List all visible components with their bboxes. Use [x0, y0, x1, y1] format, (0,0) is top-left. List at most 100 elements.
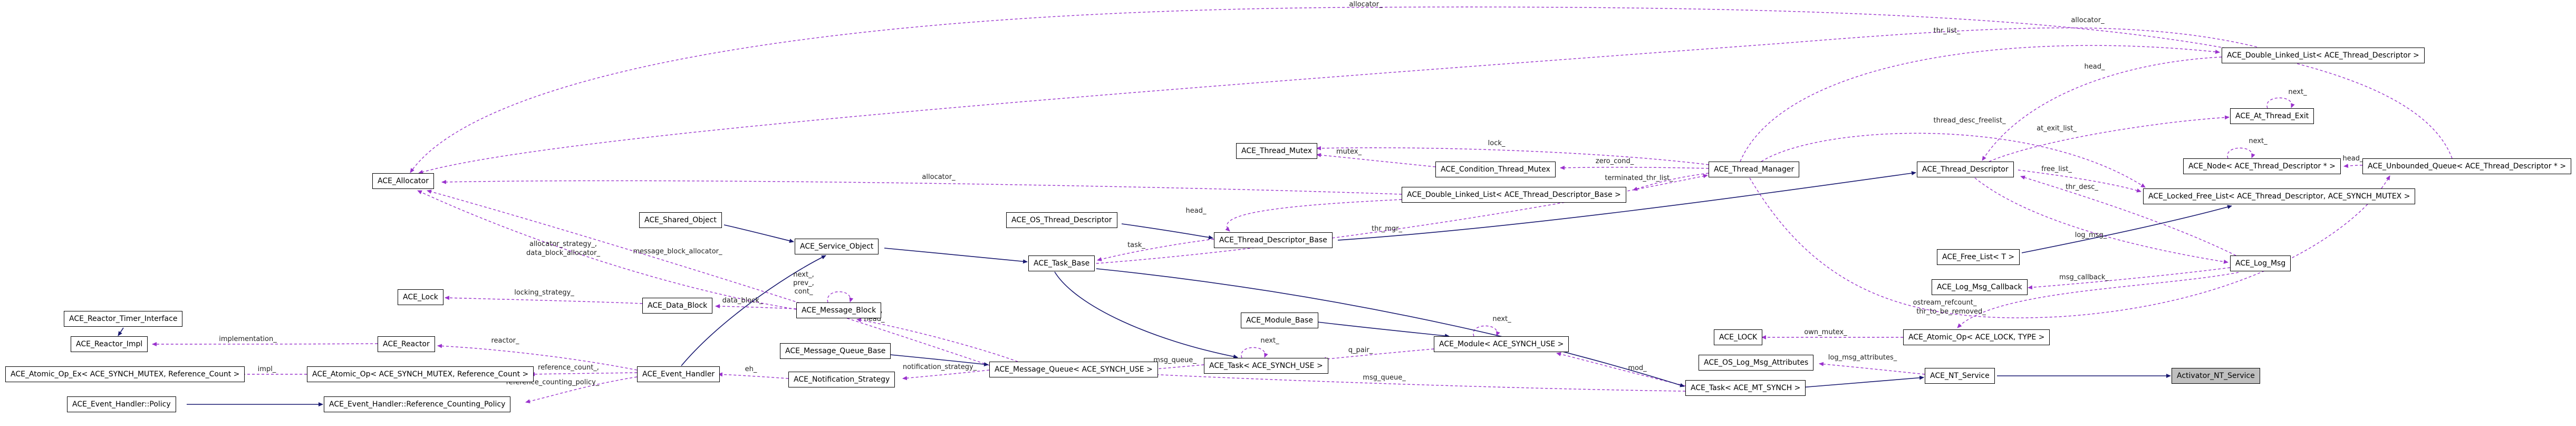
edge-thread-descriptor-at-thread-exit: [1989, 115, 2230, 162]
edge-thread-manager-dll-td: [1740, 45, 2220, 162]
edge-label-head-uq: head_: [2343, 155, 2363, 163]
node-ace-event-handler[interactable]: ACE_Event_Handler: [637, 366, 720, 382]
edge-dll-td-thread-descriptor: [1982, 56, 2222, 161]
node-ace-double-linked-list-tdb[interactable]: ACE_Double_Linked_List< ACE_Thread_Descr…: [1402, 187, 1626, 203]
edge-task-synch-self: [1241, 347, 1268, 358]
node-ace-reactor[interactable]: ACE_Reactor: [378, 336, 435, 352]
edge-label-data-block: data_block_: [722, 297, 763, 305]
node-ace-thread-descriptor-base[interactable]: ACE_Thread_Descriptor_Base: [1214, 232, 1333, 248]
node-ace-event-handler-policy[interactable]: ACE_Event_Handler::Policy: [67, 396, 176, 412]
edge-notification-strategy-event-handler: [718, 372, 789, 379]
edge-unbounded-queue-allocator: [410, 6, 2453, 173]
node-ace-event-handler-rcp[interactable]: ACE_Event_Handler::Reference_Counting_Po…: [324, 396, 511, 412]
node-ace-at-thread-exit[interactable]: ACE_At_Thread_Exit: [2230, 108, 2314, 124]
node-ace-nt-service[interactable]: ACE_NT_Service: [1925, 368, 1995, 384]
node-ace-data-block[interactable]: ACE_Data_Block: [642, 298, 713, 314]
node-ace-double-linked-list-td[interactable]: ACE_Double_Linked_List< ACE_Thread_Descr…: [2222, 48, 2425, 63]
edge-label-task-next: next_: [1260, 337, 1279, 345]
edge-label-msg-callback: msg_callback_: [2059, 273, 2109, 281]
edge-inherit-tdb-thread-descriptor: [1337, 171, 1916, 241]
edge-task-mt-message-queue: [1149, 372, 1686, 392]
node-ace-thread-descriptor[interactable]: ACE_Thread_Descriptor: [1917, 162, 2014, 177]
node-ace-node-td[interactable]: ACE_Node< ACE_Thread_Descriptor * >: [2183, 158, 2341, 174]
node-ace-module-synch-use[interactable]: ACE_Module< ACE_SYNCH_USE >: [1434, 336, 1569, 352]
node-ace-os-log-msg-attributes[interactable]: ACE_OS_Log_Msg_Attributes: [1699, 355, 1814, 371]
node-ace-notification-strategy[interactable]: ACE_Notification_Strategy: [788, 372, 895, 387]
node-ace-task-base[interactable]: ACE_Task_Base: [1028, 255, 1095, 271]
node-ace-allocator[interactable]: ACE_Allocator: [372, 173, 434, 189]
edge-label-ostream-refcount: ostream_refcount_: [1913, 299, 1977, 307]
edge-message-queue-notification-strategy: [902, 370, 990, 381]
edge-event-handler-rcp: [525, 376, 638, 404]
edge-label-next: next_,: [793, 271, 814, 279]
node-ace-service-object[interactable]: ACE_Service_Object: [795, 239, 879, 254]
node-ace-unbounded-queue[interactable]: ACE_Unbounded_Queue< ACE_Thread_Descript…: [2362, 158, 2572, 174]
edge-log-msg-callback: [2028, 267, 2231, 290]
edge-inherit-shared-object-service-object: [723, 224, 794, 243]
edge-event-handler-atomic-op-rc: [530, 372, 638, 376]
node-ace-locked-free-list[interactable]: ACE_Locked_Free_List< ACE_Thread_Descrip…: [2143, 188, 2416, 204]
node-ace-os-thread-descriptor[interactable]: ACE_OS_Thread_Descriptor: [1006, 212, 1117, 228]
edge-label-notification-strategy: notification_strategy_: [903, 363, 977, 371]
node-ace-reactor-timer-interface[interactable]: ACE_Reactor_Timer_Interface: [64, 311, 183, 327]
edge-inherit-task-base-task-synch: [1054, 271, 1238, 359]
edge-inherit-module-base-module: [1313, 321, 1450, 338]
edge-data-block-lock: [445, 296, 643, 304]
edge-message-block-data-block: [715, 304, 797, 309]
edge-thread-manager-dll-tdb: [1633, 173, 1709, 191]
edge-label-allocator-2: allocator_: [2071, 16, 2105, 24]
edge-dll-td-allocator: [418, 27, 2257, 174]
node-activator-nt-service[interactable]: Activator_NT_Service: [2172, 368, 2260, 384]
edge-label-allocator-strategy: allocator_strategy_,: [529, 240, 597, 248]
edge-inherit-task-base-task-mt: [1096, 268, 1685, 387]
edge-label-message-block-allocator: message_block_allocator_: [633, 248, 722, 255]
node-ace-atomic-op-lock-type[interactable]: ACE_Atomic_Op< ACE_LOCK, TYPE >: [1903, 329, 2050, 345]
node-ace-lock-template[interactable]: ACE_LOCK: [1714, 329, 1763, 345]
edge-label-head-dll-tdb: head_: [1186, 207, 1207, 215]
node-ace-module-base[interactable]: ACE_Module_Base: [1241, 313, 1318, 328]
node-ace-message-queue-base[interactable]: ACE_Message_Queue_Base: [780, 343, 891, 359]
edge-label-thr-list: thr_list_: [1934, 27, 1961, 35]
edge-label-own-mutex: own_mutex_: [1804, 328, 1847, 336]
node-ace-task-synch-use[interactable]: ACE_Task< ACE_SYNCH_USE >: [1204, 358, 1328, 374]
edge-message-block-self: [827, 291, 854, 303]
edge-label-thr-desc: thr_desc_: [2066, 183, 2098, 191]
node-ace-shared-object[interactable]: ACE_Shared_Object: [639, 212, 722, 228]
node-ace-condition-thread-mutex[interactable]: ACE_Condition_Thread_Mutex: [1435, 162, 1556, 177]
edge-dll-tdb-tdb: [1225, 199, 1402, 232]
edge-label-prev: prev_,: [793, 279, 814, 287]
node-ace-atomic-op-ex[interactable]: ACE_Atomic_Op_Ex< ACE_SYNCH_MUTEX, Refer…: [5, 366, 245, 382]
node-ace-free-list[interactable]: ACE_Free_List< T >: [1937, 249, 2020, 265]
edge-thread-manager-locked-free-list: [1761, 132, 2146, 188]
edge-thread-manager-unbounded-queue: [1749, 175, 2390, 318]
node-ace-lock[interactable]: ACE_Lock: [398, 289, 443, 305]
edge-label-terminated-thr-list: terminated_thr_list_: [1605, 174, 1673, 182]
edge-label-locking-strategy: locking_strategy_: [514, 289, 574, 297]
edge-event-handler-reactor: [437, 344, 638, 371]
node-ace-message-queue[interactable]: ACE_Message_Queue< ACE_SYNCH_USE >: [989, 362, 1158, 377]
edge-nt-service-os-log-msg-attributes: [1819, 362, 1925, 375]
node-ace-thread-mutex[interactable]: ACE_Thread_Mutex: [1236, 143, 1317, 159]
edge-log-msg-thread-descriptor: [2020, 175, 2236, 256]
edge-inherit-service-object-task-base: [884, 248, 1028, 264]
edge-label-task: task_: [1127, 241, 1145, 249]
edge-label-msg-queue-2: msg_queue_: [1363, 374, 1406, 382]
edge-label-implementation: implementation_: [219, 335, 277, 343]
node-ace-thread-manager[interactable]: ACE_Thread_Manager: [1709, 162, 1800, 177]
edge-label-thr-to-be-removed: thr_to_be_removed_: [1916, 308, 1986, 316]
edge-inherit-message-queue-base-message-queue: [879, 353, 989, 367]
node-ace-log-msg[interactable]: ACE_Log_Msg: [2230, 255, 2291, 271]
edge-label-zero-cond: zero_cond_: [1596, 157, 1634, 165]
node-ace-message-block[interactable]: ACE_Message_Block: [796, 302, 882, 318]
node-ace-reactor-impl[interactable]: ACE_Reactor_Impl: [71, 336, 148, 352]
edge-tdb-task-base: [1097, 239, 1214, 261]
node-ace-task-mt-synch[interactable]: ACE_Task< ACE_MT_SYNCH >: [1685, 380, 1806, 396]
edge-label-mutex: mutex_: [1336, 148, 1362, 156]
edge-label-mod: mod_: [1628, 364, 1647, 372]
edge-message-queue-allocator: [427, 190, 990, 366]
node-ace-log-msg-callback[interactable]: ACE_Log_Msg_Callback: [1932, 279, 2028, 295]
edge-label-q-pair: q_pair_: [1348, 346, 1373, 354]
node-ace-atomic-op-rc[interactable]: ACE_Atomic_Op< ACE_SYNCH_MUTEX, Referenc…: [307, 366, 534, 382]
edge-inherit-free-list-locked-free-list: [2021, 205, 2232, 253]
edge-inherit-reactor-timer-interface-reactor-impl: [118, 327, 124, 336]
